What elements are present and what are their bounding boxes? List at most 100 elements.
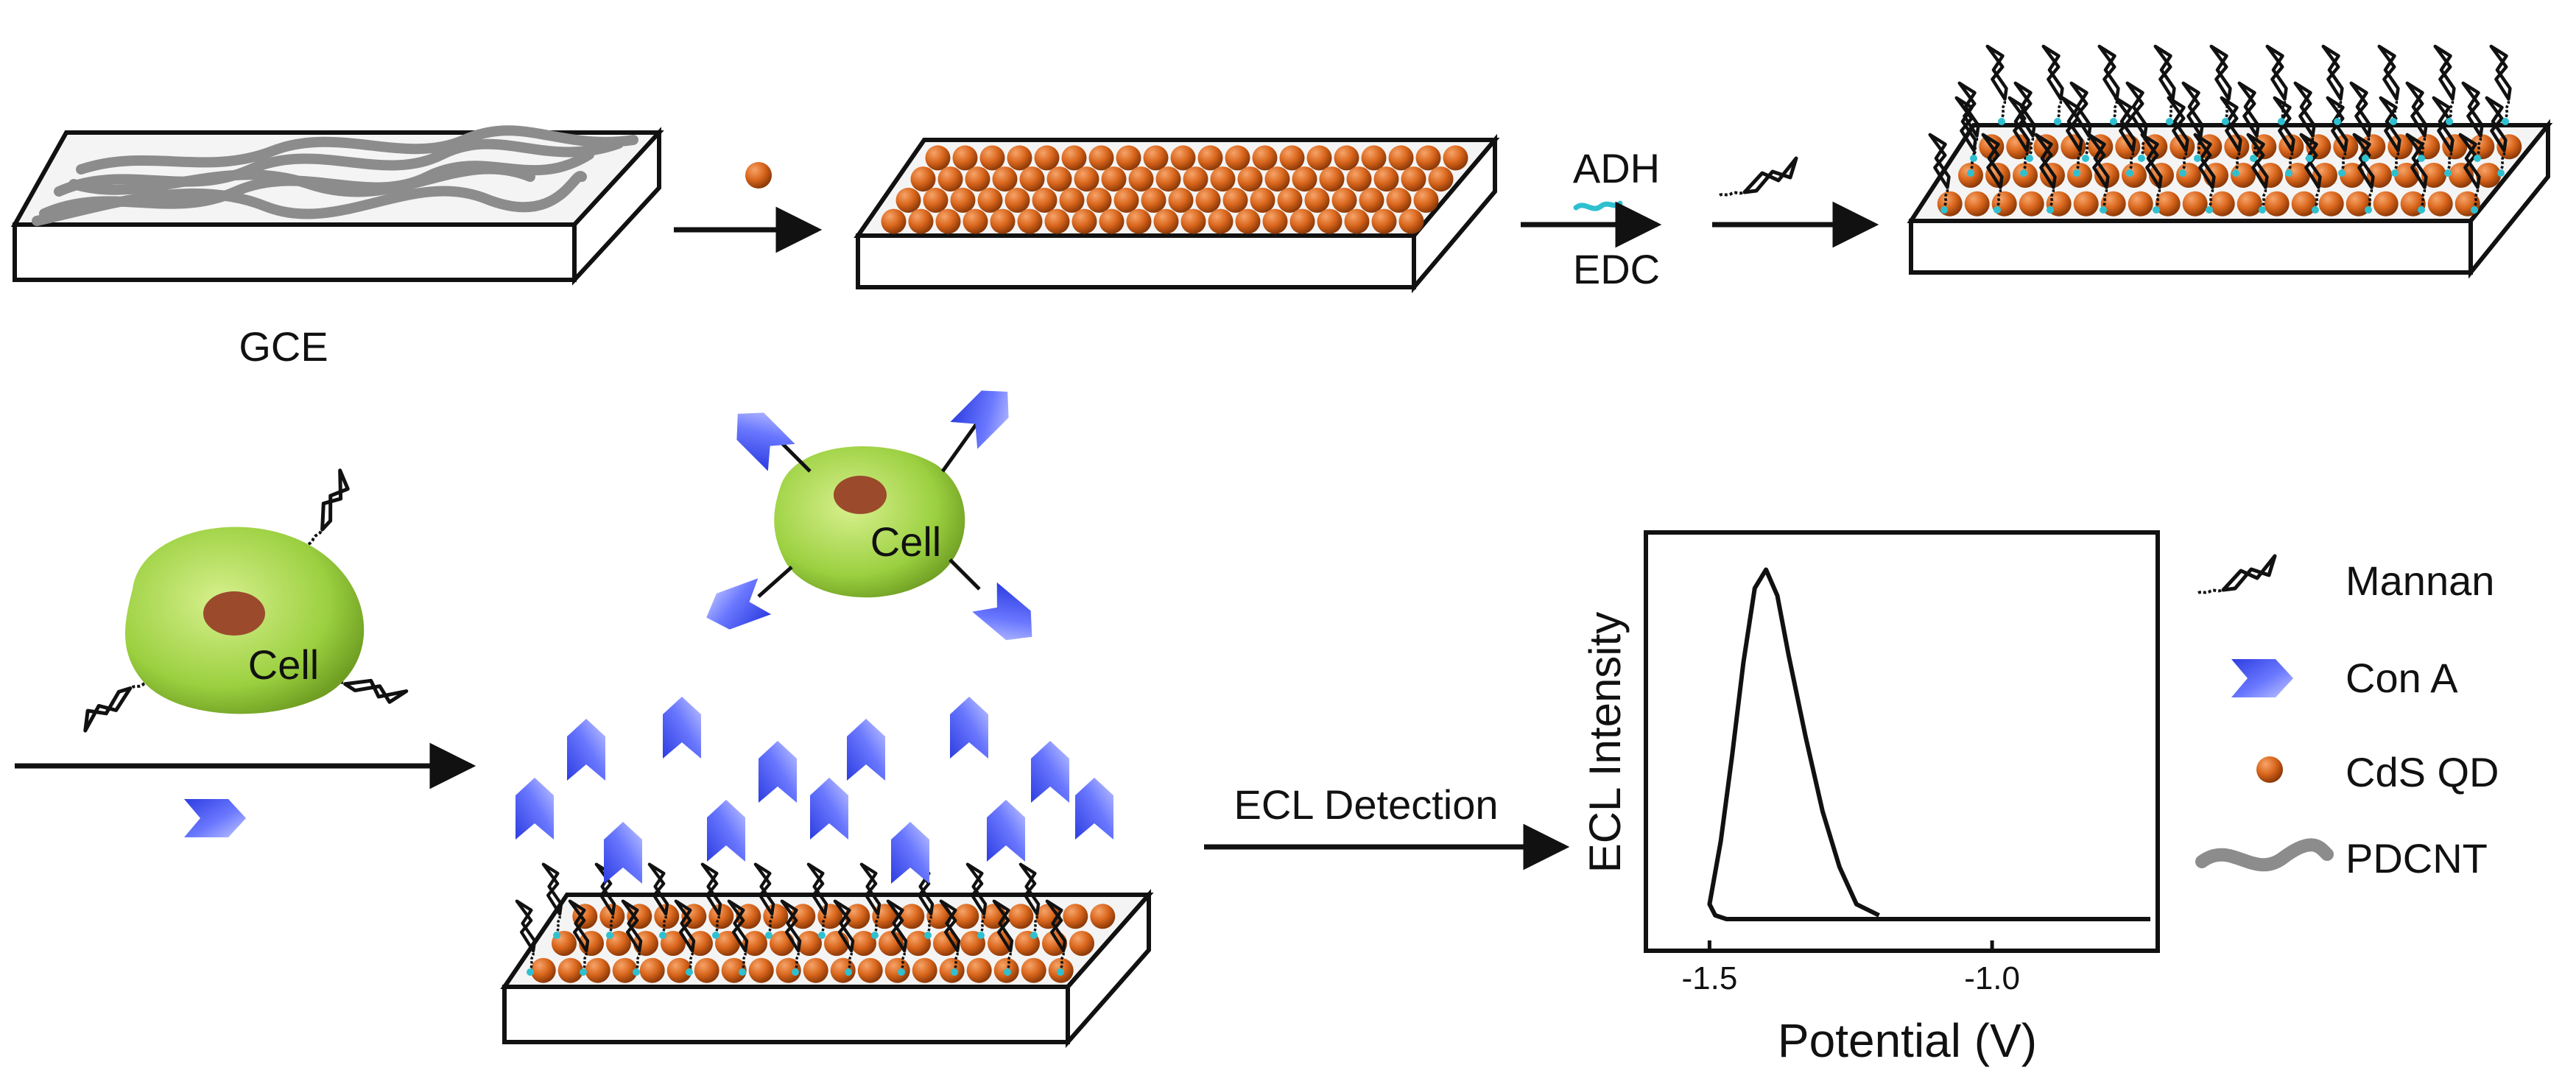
adh-link xyxy=(1993,206,2001,214)
cds-qd-icon xyxy=(2256,756,2283,783)
con-a-protein xyxy=(515,778,554,840)
cds-qd xyxy=(2442,134,2468,160)
adh-link xyxy=(2444,169,2452,177)
cds-qd xyxy=(1262,208,1288,234)
cds-qd xyxy=(1061,145,1087,171)
con-a-protein xyxy=(663,697,701,759)
mannan-layer xyxy=(1912,46,2524,214)
cds-qd xyxy=(1373,166,1399,192)
cds-qd xyxy=(2476,163,2501,188)
adh-link xyxy=(2020,169,2027,177)
cell-with-con-a xyxy=(700,378,1045,652)
cds-qd xyxy=(666,957,692,983)
cds-qd xyxy=(1304,187,1330,213)
mannan-chain xyxy=(2250,46,2300,122)
cds-qd xyxy=(1069,931,1094,956)
adh-link xyxy=(818,932,826,939)
con-a-protein xyxy=(604,822,642,884)
mannan-layer-2 xyxy=(500,865,1077,976)
cds-qd xyxy=(1306,145,1332,171)
mannan-chain xyxy=(2138,46,2188,122)
cds-qd xyxy=(1155,166,1181,192)
cds-qd xyxy=(2006,134,2032,160)
legend-label-cds-qd: CdS QD xyxy=(2346,749,2499,795)
adh-link xyxy=(580,968,587,976)
cds-qd xyxy=(1007,145,1032,171)
adh-link xyxy=(977,932,985,939)
cds-qd xyxy=(1292,166,1317,192)
ecl-detection-label: ECL Detection xyxy=(1234,781,1499,828)
cds-qd xyxy=(2019,191,2044,217)
adh-link xyxy=(2138,155,2145,162)
adh-link xyxy=(686,968,693,976)
cds-qd xyxy=(1071,208,1097,234)
cds-qd xyxy=(1113,187,1139,213)
cds-qd xyxy=(1116,145,1141,171)
cds-qd xyxy=(1250,187,1275,213)
cds-qd xyxy=(1386,187,1412,213)
x-tick-label: -1.5 xyxy=(1681,960,1737,996)
cds-qd xyxy=(1008,904,1034,929)
con-a-protein xyxy=(759,741,797,803)
con-a-icon xyxy=(2231,659,2293,697)
cds-qd xyxy=(2073,191,2099,217)
ecl-chart: -1.5-1.0 ECL Intensity Potential (V) xyxy=(1580,530,2160,1067)
cell-label-1: Cell xyxy=(248,641,319,688)
adh-link xyxy=(845,968,852,976)
adh-label: ADH xyxy=(1573,145,1660,191)
cds-qd xyxy=(2427,191,2453,217)
adh-link xyxy=(1970,155,1977,162)
cds-qd xyxy=(990,208,1016,234)
cds-qd xyxy=(2421,163,2446,188)
adh-linker-icon xyxy=(1573,200,1623,211)
adh-link xyxy=(2194,155,2201,162)
adh-link xyxy=(2026,155,2033,162)
con-a-layer xyxy=(515,697,1113,884)
cds-qd-reagent xyxy=(745,162,772,189)
adh-link xyxy=(2471,206,2478,214)
mannan-reagent xyxy=(1720,158,1796,195)
mannan-icon xyxy=(2198,556,2275,593)
cytosensor-electrode xyxy=(500,697,1154,1048)
cds-qd xyxy=(2237,191,2262,217)
con-a-protein xyxy=(950,697,988,759)
cds-qd xyxy=(2231,163,2256,188)
cds-qd xyxy=(2318,191,2344,217)
con-a-protein xyxy=(891,822,929,884)
cds-qd xyxy=(612,957,638,983)
cds-qd xyxy=(1126,208,1152,234)
adh-link xyxy=(2306,155,2313,162)
cds-qd xyxy=(1099,208,1125,234)
mannan-chain xyxy=(1970,46,2020,122)
cds-qd xyxy=(992,166,1018,192)
cds-qd xyxy=(1359,187,1384,213)
cds-qd xyxy=(639,957,665,983)
adh-link xyxy=(792,968,799,976)
cds-qd xyxy=(950,187,976,213)
cds-qd xyxy=(988,931,1013,956)
cds-qd xyxy=(935,208,961,234)
cds-qd xyxy=(627,904,652,929)
cds-qd xyxy=(1319,166,1345,192)
adh-link xyxy=(2362,155,2369,162)
adh-link xyxy=(712,932,719,939)
cds-qd xyxy=(742,931,767,956)
chart-xlabel: Potential (V) xyxy=(1778,1014,2037,1067)
legend-label-con-a: Con A xyxy=(2346,655,2458,701)
cds-qd xyxy=(908,208,934,234)
adh-link xyxy=(2047,206,2054,214)
adh-link xyxy=(2312,206,2319,214)
cds-qd xyxy=(1195,187,1221,213)
cds-qd xyxy=(979,145,1005,171)
cds-qd xyxy=(2100,191,2126,217)
cds-qd xyxy=(694,957,719,983)
adh-link xyxy=(1004,968,1011,976)
cds-qd xyxy=(775,957,801,983)
cds-qd xyxy=(851,931,876,956)
cds-qd xyxy=(1371,208,1397,234)
cds-qd xyxy=(585,957,610,983)
legend: Mannan Con A CdS QD PDCNT xyxy=(2195,556,2499,882)
con-a-protein xyxy=(847,719,885,781)
con-a-protein xyxy=(567,719,605,781)
